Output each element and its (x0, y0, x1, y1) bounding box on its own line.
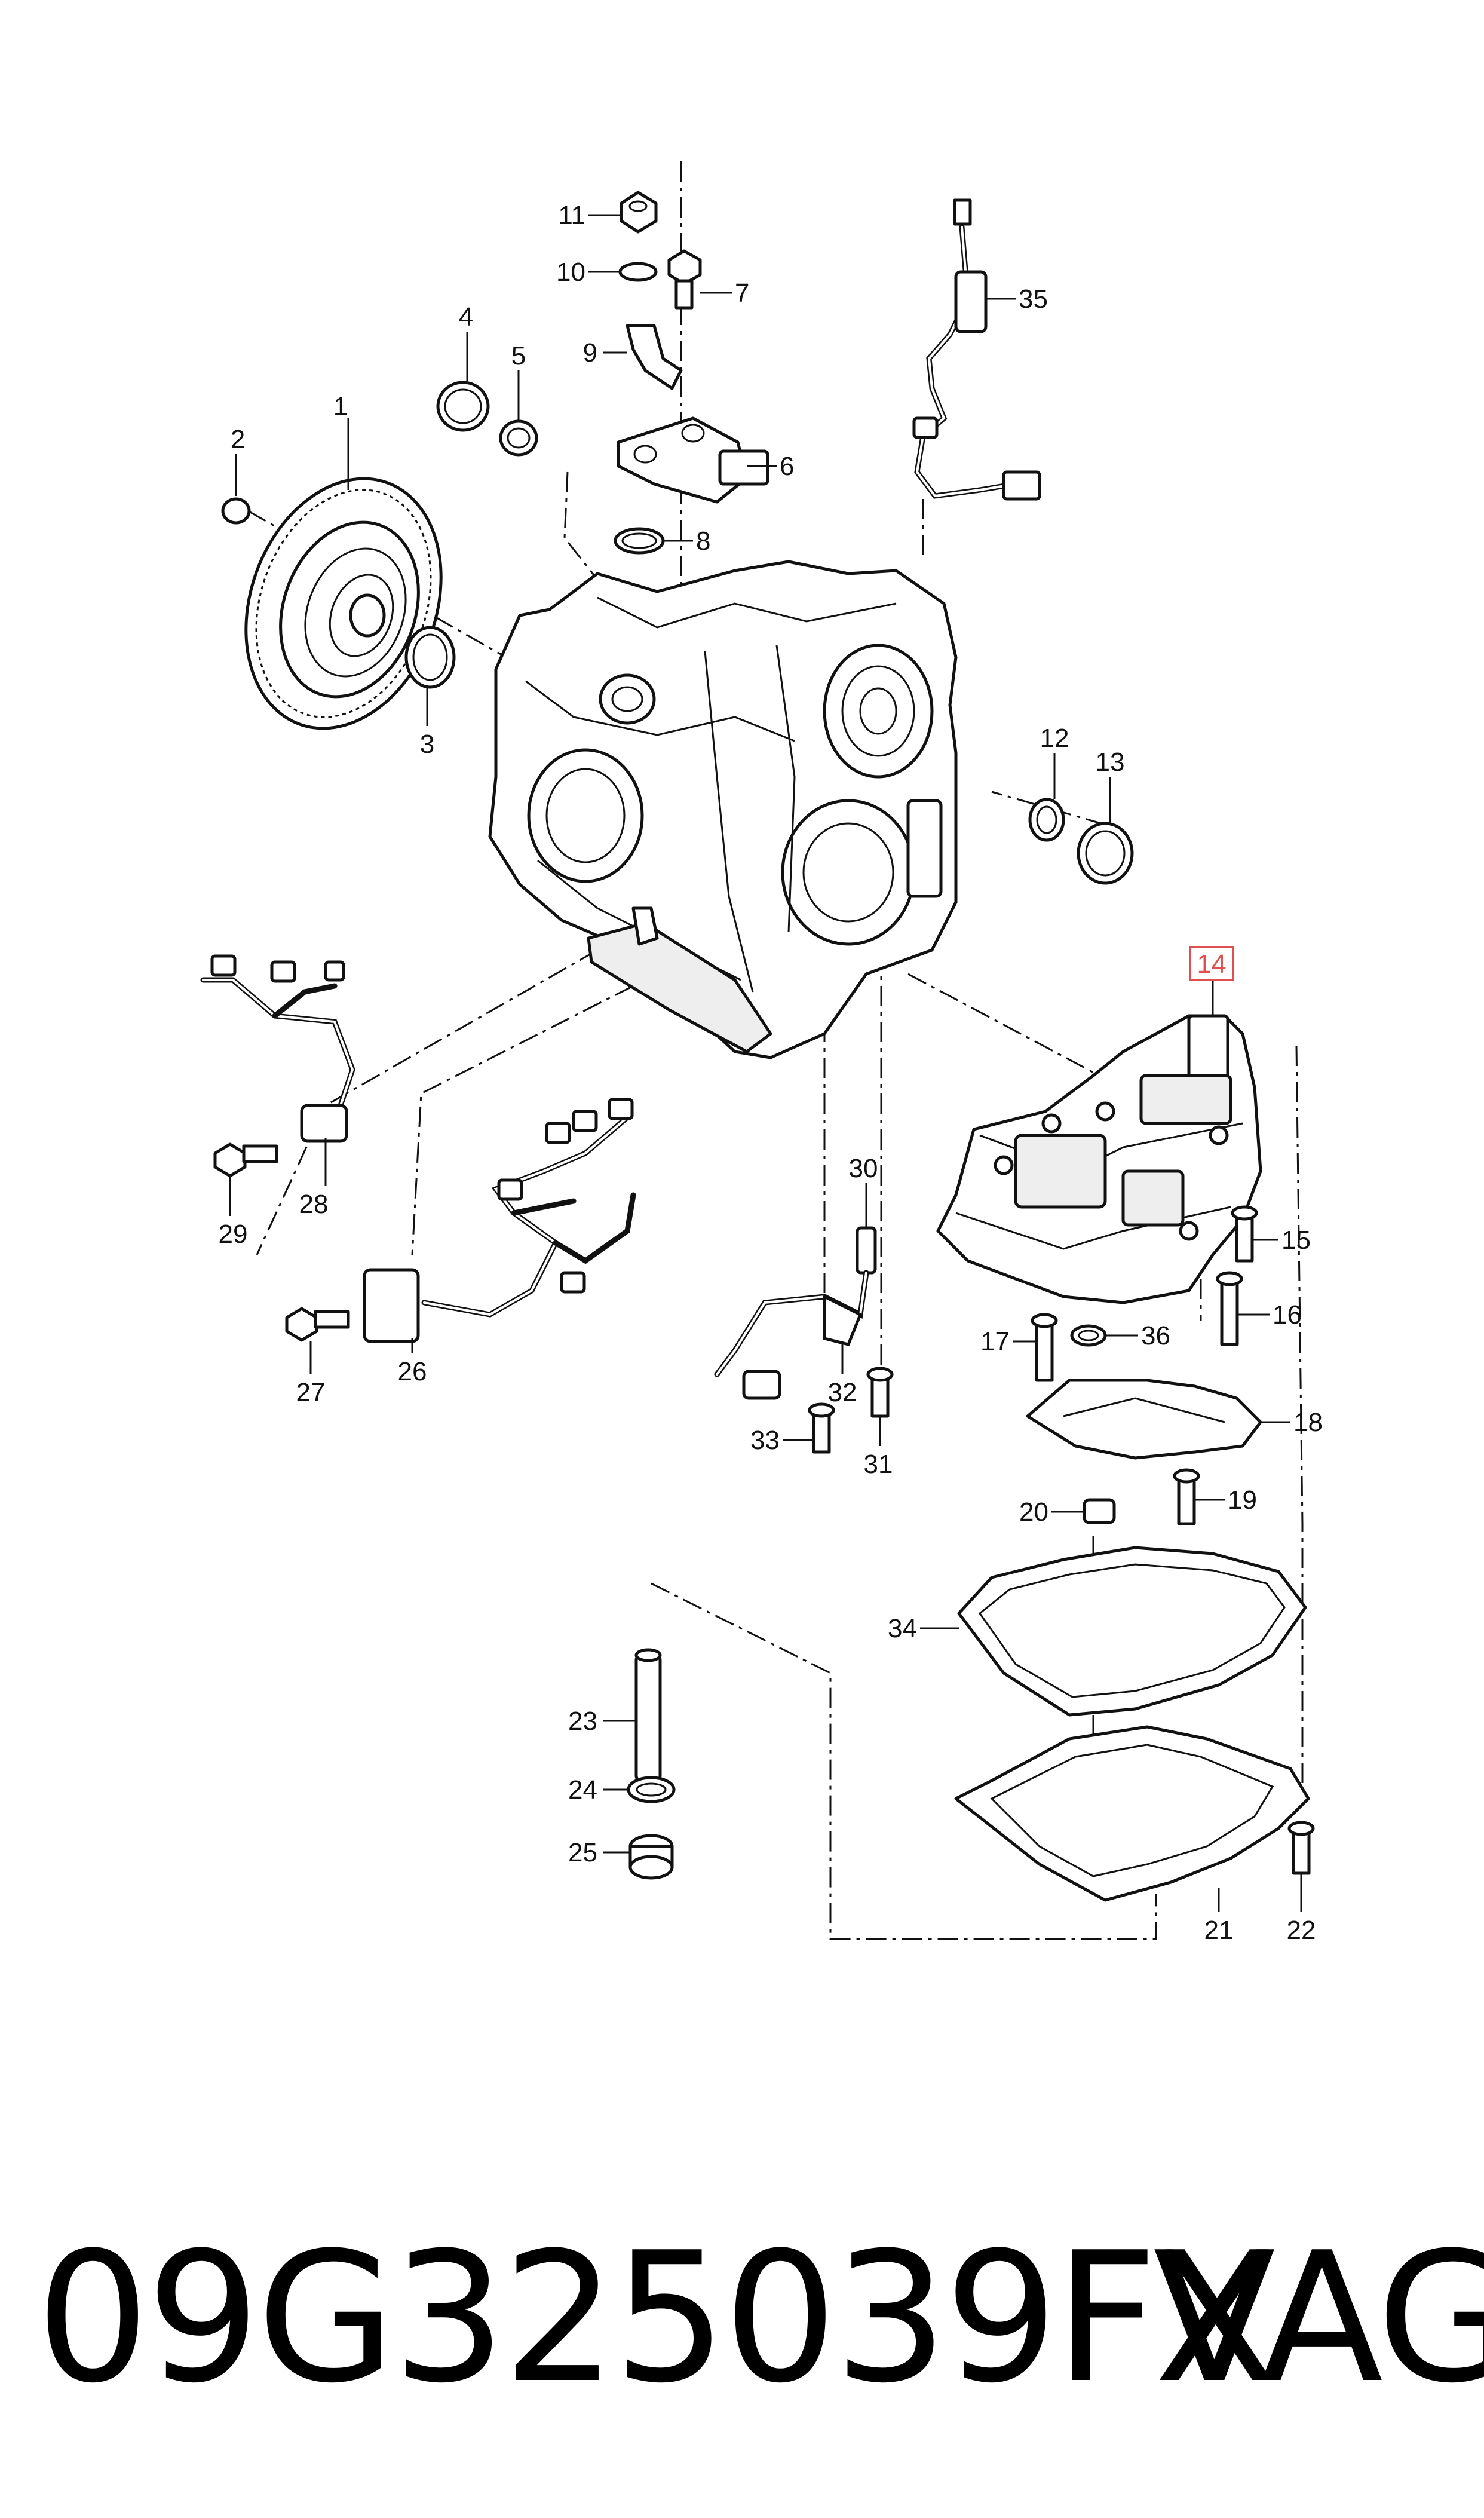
callout-13: 13 (1096, 748, 1125, 777)
washer-10 (618, 262, 658, 282)
wiring-harness-26 (363, 1098, 636, 1343)
callout-28: 28 (299, 1190, 329, 1219)
callout-21: 21 (1204, 1916, 1234, 1945)
callout-19: 19 (1228, 1485, 1257, 1515)
bolt-33 (808, 1402, 835, 1454)
sensor-harness-35 (912, 198, 1041, 501)
callout-35: 35 (1019, 284, 1048, 314)
callout-27: 27 (296, 1378, 326, 1407)
plug-25 (628, 1834, 674, 1880)
callout-14-highlight-box (1189, 946, 1234, 981)
magnet-20 (1083, 1498, 1116, 1524)
callout-36: 36 (1141, 1321, 1170, 1350)
callout-2: 2 (231, 425, 245, 454)
callout-22: 22 (1287, 1916, 1316, 1945)
brand-name: VAG (1153, 2214, 1484, 2422)
o-ring-12 (1028, 798, 1065, 842)
callout-25: 25 (568, 1838, 597, 1867)
nut-11 (620, 191, 658, 234)
harness-28 (200, 954, 355, 1143)
o-ring-5 (499, 419, 538, 457)
seal-ring-2 (221, 497, 251, 525)
callout-7: 7 (735, 278, 749, 308)
valve-body-14 (936, 1014, 1262, 1304)
callout-31: 31 (864, 1450, 893, 1479)
callout-26: 26 (398, 1357, 427, 1386)
callout-15: 15 (1281, 1226, 1311, 1255)
o-ring-3 (404, 626, 456, 689)
seal-24 (627, 1776, 676, 1803)
callout-3: 3 (420, 730, 434, 759)
callout-5: 5 (511, 341, 526, 370)
transmission-housing (488, 560, 958, 1059)
callout-9: 9 (583, 338, 597, 367)
callout-4: 4 (459, 302, 473, 332)
bolt-29 (213, 1142, 278, 1178)
callout-24: 24 (568, 1775, 597, 1805)
drain-bolt-22 (1287, 1821, 1315, 1875)
leader-lines (229, 214, 1302, 1912)
o-ring-36 (1070, 1324, 1107, 1347)
callout-33: 33 (750, 1426, 780, 1455)
selector-switch-6 (617, 416, 769, 504)
overflow-tube-23 (634, 1648, 662, 1782)
callout-32: 32 (828, 1378, 857, 1407)
callout-23: 23 (568, 1707, 597, 1736)
callout-11: 11 (558, 201, 585, 230)
gasket-34 (957, 1546, 1307, 1717)
callout-8: 8 (696, 526, 710, 556)
callout-16: 16 (1273, 1300, 1302, 1330)
callouts: 1 2 3 4 5 6 7 8 9 10 11 12 13 14 15 16 1… (219, 201, 1323, 1945)
o-ring-4 (436, 381, 490, 432)
callout-20: 20 (1019, 1497, 1048, 1527)
callout-1: 1 (333, 392, 348, 421)
o-ring-13 (1077, 822, 1134, 885)
callout-34: 34 (888, 1614, 917, 1643)
callout-30: 30 (849, 1154, 878, 1183)
bracket-9 (626, 324, 683, 390)
bolt-17 (1031, 1313, 1058, 1382)
part-number: 09G325039FX (36, 2214, 1277, 2422)
callout-6: 6 (780, 452, 794, 481)
bolt-19 (1173, 1468, 1200, 1525)
sensor-harness-30 (714, 1226, 877, 1400)
bolt-31 (866, 1367, 894, 1418)
bolt-7 (667, 249, 702, 310)
callout-10: 10 (556, 258, 585, 287)
bolt-27 (285, 1307, 350, 1342)
o-ring-8 (614, 527, 665, 555)
bolt-15 (1231, 1205, 1258, 1263)
callout-17: 17 (980, 1327, 1010, 1356)
bolt-16 (1216, 1271, 1243, 1346)
callout-18: 18 (1293, 1408, 1323, 1437)
callout-14: 14 (1197, 949, 1227, 979)
callout-29: 29 (219, 1220, 248, 1249)
callout-12: 12 (1040, 724, 1069, 753)
oil-pan-21 (954, 1725, 1310, 1902)
filter-18 (1026, 1379, 1262, 1460)
torque-converter (244, 477, 443, 730)
exploded-parts-diagram: 1 2 3 4 5 6 7 8 9 10 11 12 13 14 15 16 1… (200, 161, 1323, 1945)
